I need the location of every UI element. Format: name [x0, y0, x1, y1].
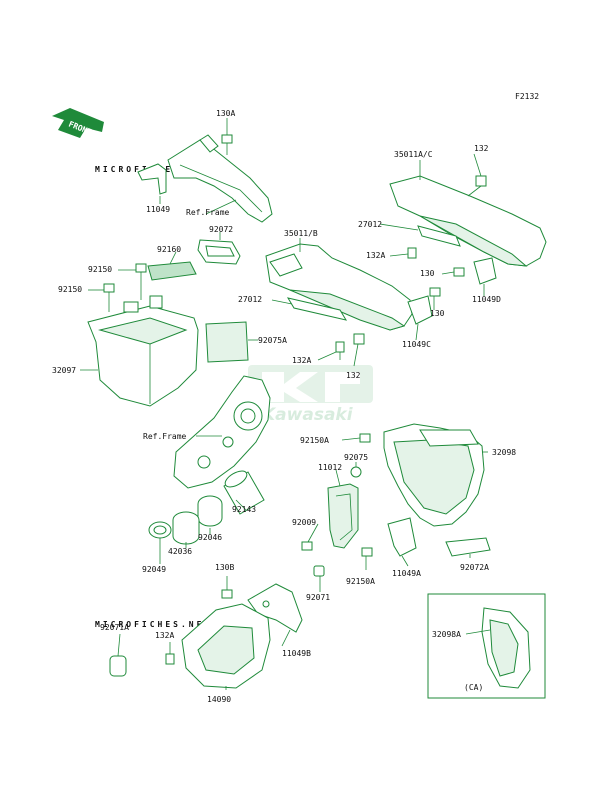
label-11049c: 11049C [402, 340, 431, 349]
label-11049d: 11049D [472, 295, 501, 304]
bolt-130a [221, 134, 233, 155]
label-ref-frame-top: Ref.Frame [186, 208, 230, 217]
label-92075: 92075 [344, 453, 368, 462]
guard-35011ac [389, 175, 547, 267]
guard-35011b [265, 243, 413, 331]
label-92071a: 92071A [100, 623, 129, 632]
label-92049: 92049 [142, 565, 166, 574]
collar-42036 [172, 511, 200, 545]
leader-lines [80, 118, 491, 690]
bushing-92046 [197, 495, 223, 527]
frame-piece-top [167, 134, 273, 223]
label-92150-lower: 92150 [58, 285, 82, 294]
front-arrow-icon: FRONT [52, 108, 104, 138]
bolt-132-right [467, 175, 487, 197]
figure-code: F2132 [515, 92, 539, 101]
label-92072: 92072 [209, 225, 233, 234]
label-130a-top: 130A [216, 109, 235, 118]
bracket-11049a [387, 517, 417, 557]
strap-92072a [445, 537, 491, 557]
label-92143: 92143 [232, 505, 256, 514]
bolt-132a-lower [165, 653, 175, 665]
label-27012-mid: 27012 [238, 295, 262, 304]
label-130b: 130B [215, 563, 234, 572]
label-92009: 92009 [292, 518, 316, 527]
bolt-92150a-lower [361, 547, 373, 557]
part-labels: 130A 11049 Ref.Frame 92072 92160 92150 9… [52, 109, 516, 704]
label-27012-right: 27012 [358, 220, 382, 229]
label-32097: 32097 [52, 366, 76, 375]
label-11049b: 11049B [282, 649, 311, 658]
label-32098: 32098 [492, 448, 516, 457]
bolt-130-right [453, 267, 465, 277]
label-130-mid: 130 [430, 309, 445, 318]
bracket-27012-middle [286, 297, 348, 321]
frame-piece-middle [173, 375, 271, 489]
pad-92160 [147, 261, 197, 281]
label-132-right: 132 [474, 144, 489, 153]
label-11012: 11012 [318, 463, 342, 472]
bolt-92009 [301, 541, 313, 551]
bolt-92150-upper [135, 263, 147, 300]
bracket-11049 [137, 163, 167, 195]
label-132-mid: 132 [346, 371, 361, 380]
label-132a-right: 132A [366, 251, 385, 260]
bolt-132a-right [407, 247, 417, 259]
label-92150a-upper: 92150A [300, 436, 329, 445]
label-ref-frame-mid: Ref.Frame [143, 432, 187, 441]
bolt-92150-lower [103, 283, 115, 312]
case-14090 [181, 603, 271, 689]
bolt-132-middle [353, 333, 365, 345]
label-92150-upper: 92150 [88, 265, 112, 274]
label-92071: 92071 [306, 593, 330, 602]
label-92150a-lower: 92150A [346, 577, 375, 586]
kawasaki-logo-text: Kawasaki [262, 405, 354, 425]
strap-92072 [197, 239, 241, 265]
collar-92143 [223, 470, 265, 515]
grommet-92075 [350, 466, 362, 478]
label-92072a: 92072A [460, 563, 489, 572]
bolt-92150a-upper [359, 433, 371, 443]
label-42036: 42036 [168, 547, 192, 556]
seal-92049 [148, 521, 172, 539]
label-32098a: 32098A [432, 630, 461, 639]
label-14090: 14090 [207, 695, 231, 704]
label-92046: 92046 [198, 533, 222, 542]
inset-box-ca [427, 593, 546, 699]
bolt-130-middle [429, 287, 441, 297]
label-92075a: 92075A [258, 336, 287, 345]
battery-case-32097 [87, 295, 199, 407]
bracket-11049d [473, 257, 497, 285]
watermark-bottom: MICROFICHES.NET [95, 620, 212, 629]
label-35011ac: 35011A/C [394, 150, 433, 159]
label-132a-mid: 132A [292, 356, 311, 365]
label-132a-lower: 132A [155, 631, 174, 640]
label-130-right: 130 [420, 269, 435, 278]
bolt-130b [221, 589, 233, 599]
label-11049a: 11049A [392, 569, 421, 578]
bolt-132a-middle [335, 341, 345, 360]
filter-11012 [327, 483, 359, 549]
grommet-92071 [313, 565, 325, 577]
label-92160: 92160 [157, 245, 181, 254]
bracket-11049c [407, 295, 433, 325]
bracket-27012-right [417, 225, 461, 247]
cover-32098 [383, 423, 485, 527]
label-11049: 11049 [146, 205, 170, 214]
kawasaki-logo-watermark: Kawasaki [248, 365, 373, 425]
label-inset-ca: (CA) [464, 683, 483, 692]
label-35011b: 35011/B [284, 229, 318, 238]
grommet-92071a [109, 655, 127, 677]
seal-92075a [205, 321, 249, 363]
